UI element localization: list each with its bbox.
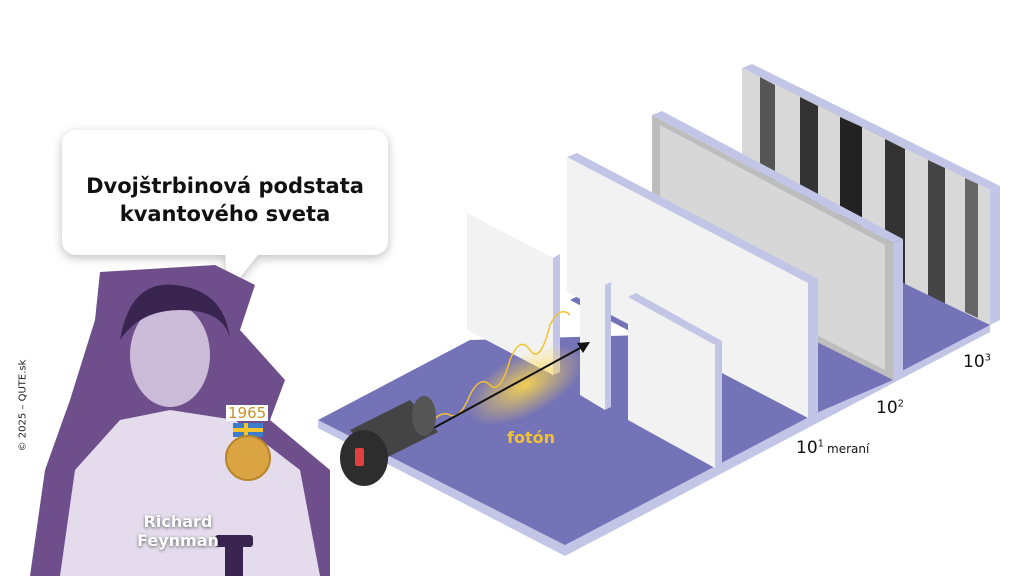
slit-wall-left: [467, 213, 553, 375]
screen-10-3-edge: [742, 64, 1000, 190]
photon-wave: [429, 310, 571, 426]
photon-label: fotón: [507, 428, 555, 447]
title-line-1: Dvojštrbinová podstata: [86, 174, 364, 198]
power-switch-icon: [355, 448, 364, 466]
person-name: Richard Feynman: [118, 512, 238, 550]
title: Dvojštrbinová podstata kvantového sveta: [62, 172, 388, 228]
title-line-2: kvantového sveta: [119, 202, 331, 226]
slit-wall-center: [580, 272, 605, 410]
screen-10-1: [567, 157, 808, 418]
first-name: Richard: [143, 512, 213, 531]
slit-wall-right: [628, 297, 715, 468]
label-10-3: 103: [963, 352, 992, 372]
photon-arrow: [429, 346, 583, 431]
nobel-year: 1965: [226, 404, 269, 422]
arrow-head-icon: [577, 342, 590, 353]
nobel-medal-icon: [225, 435, 271, 481]
photon-glow: [465, 344, 585, 426]
photon-source: [340, 396, 438, 486]
copyright: © 2025 – QUTE.sk: [17, 359, 29, 452]
last-name: Feynman: [137, 531, 219, 550]
label-10-2: 102: [876, 398, 905, 418]
